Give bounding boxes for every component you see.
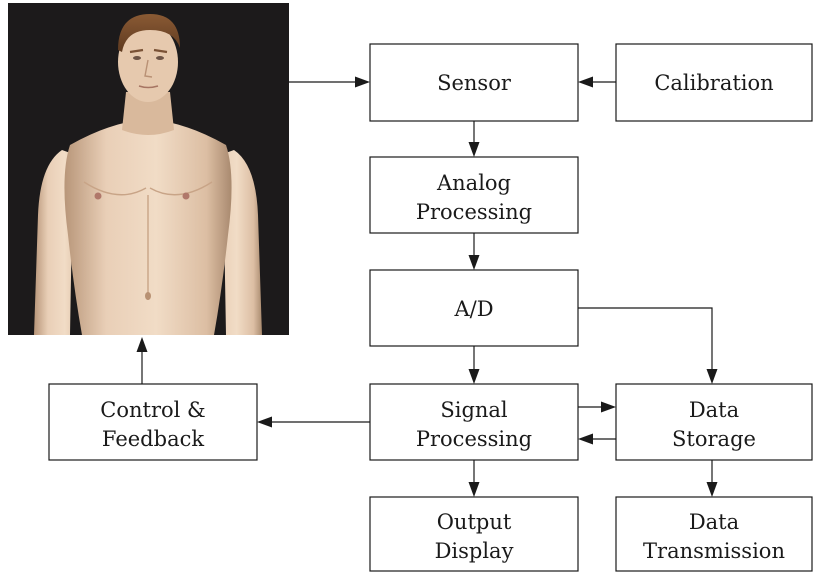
nose <box>144 59 153 78</box>
signal-processing-box: Signal Processing <box>369 383 579 461</box>
arrow-calibration-to-sensor-head <box>578 76 593 88</box>
arrow-ad-to-storage-head <box>706 369 718 384</box>
eyebrows <box>129 48 168 54</box>
arrow-sensor-to-analog <box>468 121 480 157</box>
data-storage-box: Data Storage <box>615 383 813 461</box>
left-eye <box>133 56 141 60</box>
signal-processing-label-line1: Signal <box>440 398 508 422</box>
data-transmission-box-frame <box>615 496 813 572</box>
left-nipple <box>94 192 102 200</box>
arrow-signal-to-control <box>257 416 370 428</box>
data-storage-label-line1: Data <box>689 398 739 422</box>
output-display-label-line2: Display <box>435 539 514 563</box>
arrow-storage-to-transmission-head <box>706 482 718 497</box>
human-torso-figure <box>34 14 262 335</box>
analog-processing-box: Analog Processing <box>369 156 579 234</box>
arrow-body-to-sensor-head <box>355 76 370 88</box>
calibration-label: Calibration <box>654 71 773 95</box>
sensor-label: Sensor <box>437 71 512 95</box>
output-display-box: Output Display <box>369 496 579 572</box>
arrow-ad-to-signal <box>468 346 480 384</box>
chest-shading <box>83 181 213 300</box>
arrow-control-to-body <box>136 337 148 384</box>
data-transmission-box: Data Transmission <box>615 496 813 572</box>
arrow-ad-to-storage <box>578 307 718 384</box>
human-figure-image <box>8 3 289 335</box>
analog-processing-label-line2: Processing <box>416 200 532 224</box>
arrow-ad-to-storage-line <box>578 307 713 372</box>
ad-converter-box-frame <box>369 269 579 347</box>
analog-processing-label-line1: Analog <box>436 171 511 195</box>
control-feedback-label-line1: Control & <box>100 398 205 422</box>
data-storage-label-line2: Storage <box>672 427 756 451</box>
ad-converter-label: A/D <box>453 297 493 321</box>
arrow-calibration-to-sensor <box>578 76 616 88</box>
arrow-ad-to-signal-head <box>468 369 480 384</box>
arrow-signal-to-output-head <box>468 482 480 497</box>
calibration-box: Calibration <box>615 43 813 122</box>
arrow-signal-to-storage-head <box>601 401 616 413</box>
right-eye <box>156 56 164 60</box>
mouth <box>138 85 159 89</box>
data-transmission-label-line2: Transmission <box>643 539 785 563</box>
arrow-storage-to-signal <box>578 433 616 445</box>
ad-converter-box: A/D <box>369 269 579 347</box>
arrow-sensor-to-analog-head <box>468 142 480 157</box>
right-nipple <box>182 192 190 200</box>
arrow-body-to-sensor <box>289 76 370 88</box>
arrow-signal-to-output <box>468 460 480 497</box>
neck <box>122 92 174 135</box>
signal-processing-label-line2: Processing <box>416 427 532 451</box>
control-feedback-label-line2: Feedback <box>102 427 204 451</box>
arrow-signal-to-control-head <box>257 416 272 428</box>
arrow-analog-to-ad-head <box>468 255 480 270</box>
data-storage-box-frame <box>615 383 813 461</box>
control-feedback-box-frame <box>48 383 258 461</box>
output-display-label-line1: Output <box>437 510 512 534</box>
arrow-analog-to-ad <box>468 233 480 270</box>
arrow-control-to-body-head <box>136 337 148 352</box>
arrow-storage-to-transmission <box>706 460 718 497</box>
arrow-signal-to-storage <box>578 401 616 413</box>
signal-processing-box-frame <box>369 383 579 461</box>
arrow-storage-to-signal-head <box>578 433 593 445</box>
navel <box>145 292 151 300</box>
left-arm <box>34 150 90 335</box>
hair <box>118 14 180 52</box>
right-arm <box>206 150 262 335</box>
data-transmission-label-line1: Data <box>689 510 739 534</box>
sensor-box: Sensor <box>369 43 579 122</box>
control-feedback-box: Control & Feedback <box>48 383 258 461</box>
